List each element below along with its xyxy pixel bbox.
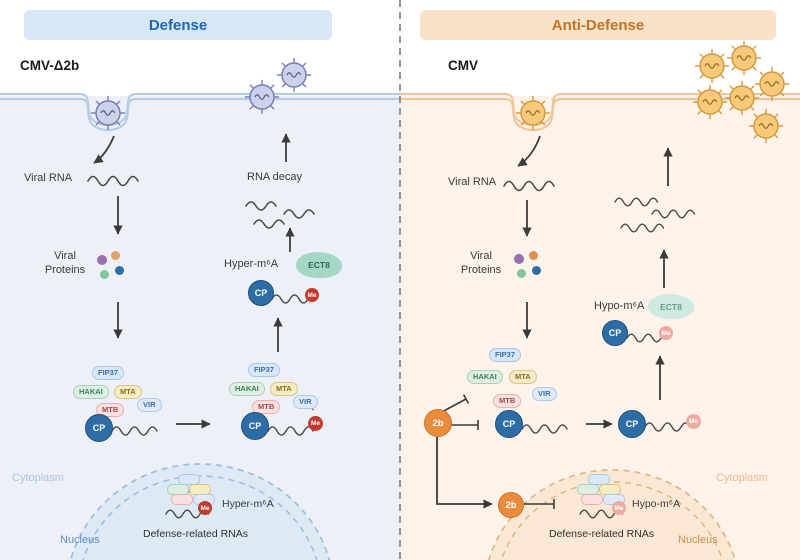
left-nucleus-label: Nucleus bbox=[60, 534, 100, 546]
nuclear-complex-subunit bbox=[178, 474, 200, 485]
cmv-d2b-virion bbox=[244, 79, 280, 115]
fip37-pill: FIP37 bbox=[489, 348, 522, 362]
cmv-virion bbox=[748, 108, 784, 144]
right-nucleus-label: Nucleus bbox=[678, 534, 718, 546]
cmv-virion bbox=[692, 84, 728, 120]
viral-protein-dot bbox=[97, 255, 107, 265]
ect8-reader: ECT8 bbox=[648, 294, 694, 319]
suppressor-2b: 2b bbox=[424, 409, 452, 437]
hakai-pill: HAKAI bbox=[229, 382, 265, 396]
ect8-reader: ECT8 bbox=[296, 252, 342, 278]
cmv-virion bbox=[724, 80, 760, 116]
viral-protein-dot bbox=[115, 266, 124, 275]
right-nuclear-m6a-label: Hypo-m⁶A bbox=[632, 498, 681, 510]
left-defense-rnas-label: Defense-related RNAs bbox=[143, 528, 249, 540]
left-virus-title: CMV-Δ2b bbox=[20, 58, 80, 73]
right-m6a-label: Hypo-m⁶A bbox=[594, 300, 645, 312]
viral-protein-dot bbox=[517, 269, 526, 278]
fip37-pill: FIP37 bbox=[92, 366, 125, 380]
cp-protein: CP bbox=[248, 280, 274, 306]
left-cytoplasm-label: Cytoplasm bbox=[12, 472, 64, 484]
cp-protein: CP bbox=[241, 412, 269, 440]
m6a-mark: Me bbox=[305, 288, 319, 302]
cp-protein: CP bbox=[85, 414, 113, 442]
right-virus-title: CMV bbox=[448, 58, 478, 73]
nuclear-complex-subunit bbox=[588, 474, 610, 485]
viral-protein-dot bbox=[529, 251, 538, 260]
viral-protein-dot bbox=[111, 251, 120, 260]
vir-pill: VIR bbox=[293, 395, 318, 409]
cmv-virion bbox=[754, 66, 790, 102]
left-viral-rna-label: Viral RNA bbox=[24, 172, 73, 184]
hakai-pill: HAKAI bbox=[73, 385, 109, 399]
cmv-virion-entering bbox=[515, 95, 551, 131]
right-cytoplasm-label: Cytoplasm bbox=[716, 472, 768, 484]
mtb-pill: MTB bbox=[96, 403, 125, 417]
rna-decay-label: RNA decay bbox=[247, 171, 303, 183]
nuclear-complex-subunit bbox=[171, 494, 193, 505]
hypo-m6a-mark: Me bbox=[686, 414, 701, 429]
cp-protein: CP bbox=[618, 410, 646, 438]
right-defense-rnas-label: Defense-related RNAs bbox=[549, 528, 655, 540]
cmv-d2b-virion-entering bbox=[90, 95, 126, 131]
antidefense-arrows bbox=[436, 135, 673, 509]
suppressor-nuclear-path bbox=[436, 437, 493, 509]
mta-pill: MTA bbox=[509, 370, 537, 384]
left-m6a-label: Hyper-m⁶A bbox=[224, 258, 279, 270]
mtb-pill: MTB bbox=[252, 400, 281, 414]
hypo-m6a-mark: Me bbox=[612, 501, 626, 515]
right-viral-proteins-label: Viral Proteins bbox=[460, 250, 502, 276]
defense-banner: Defense bbox=[24, 10, 332, 40]
hypo-m6a-mark: Me bbox=[659, 326, 673, 340]
vir-pill: VIR bbox=[137, 398, 162, 412]
mtb-pill: MTB bbox=[493, 394, 522, 408]
hakai-pill: HAKAI bbox=[467, 370, 503, 384]
mta-pill: MTA bbox=[114, 385, 142, 399]
cp-protein: CP bbox=[602, 320, 628, 346]
nuclear-complex-subunit bbox=[581, 494, 603, 505]
antidefense-banner: Anti-Defense bbox=[420, 10, 776, 40]
fip37-pill: FIP37 bbox=[248, 363, 281, 377]
viral-protein-dot bbox=[100, 270, 109, 279]
viral-protein-dot bbox=[514, 254, 524, 264]
m6a-mark: Me bbox=[308, 416, 323, 431]
cmv-d2b-virion bbox=[276, 57, 312, 93]
mta-pill: MTA bbox=[270, 382, 298, 396]
vir-pill: VIR bbox=[532, 387, 557, 401]
cmv-virion bbox=[694, 48, 730, 84]
cp-protein: CP bbox=[495, 410, 523, 438]
left-viral-proteins-label: Viral Proteins bbox=[44, 250, 86, 276]
cmv-virion bbox=[726, 40, 762, 76]
right-viral-rna-label: Viral RNA bbox=[448, 176, 497, 188]
viral-protein-dot bbox=[532, 266, 541, 275]
nucleus-right bbox=[487, 469, 737, 560]
m6a-mark: Me bbox=[198, 501, 212, 515]
left-nuclear-m6a-label: Hyper-m⁶A bbox=[222, 498, 274, 510]
suppressor-2b: 2b bbox=[498, 492, 524, 518]
